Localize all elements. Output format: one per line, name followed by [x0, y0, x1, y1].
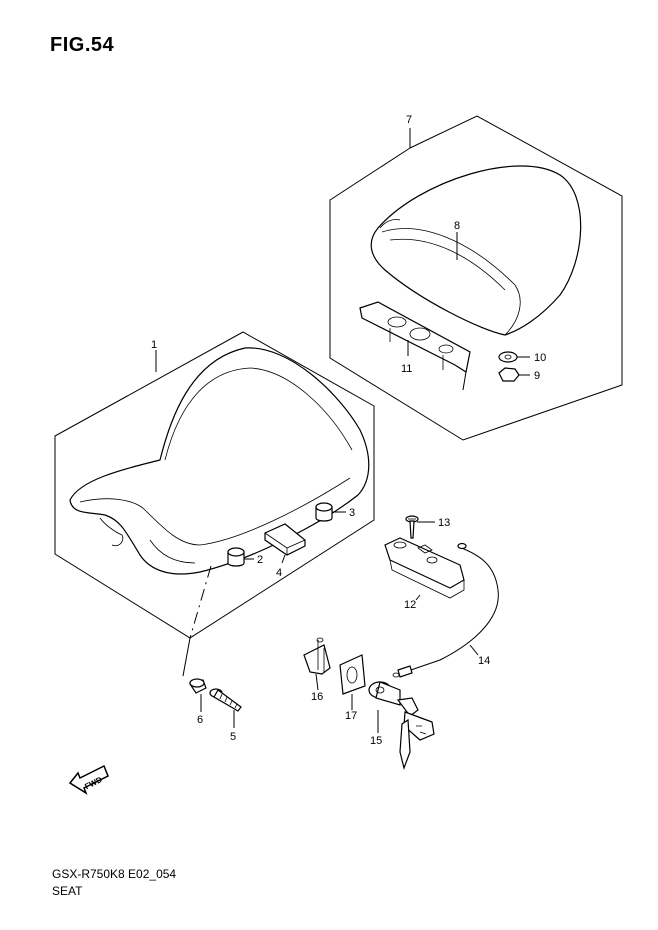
model-code: GSX-R750K8 E02_054 [52, 867, 177, 881]
callout-5: 5 [230, 731, 236, 743]
callout-4: 4 [276, 567, 282, 579]
callout-12: 12 [404, 599, 416, 611]
figure-title: FIG.54 [50, 34, 115, 56]
callout-6: 6 [197, 714, 203, 726]
callout-7: 7 [406, 114, 412, 126]
seat-lock-part [384, 537, 465, 599]
lock-cover-part [339, 654, 366, 695]
callout-8: 8 [454, 220, 460, 232]
callout-10: 10 [534, 352, 546, 364]
front-seat-group-box [54, 331, 375, 639]
nut-part [498, 367, 520, 382]
lock-holder-part [303, 637, 331, 675]
section-name: SEAT [52, 884, 83, 898]
lock-set-part [368, 681, 435, 771]
cushion-rubber-part [315, 502, 333, 522]
callout-9: 9 [534, 370, 540, 382]
callout-13: 13 [438, 517, 450, 529]
callout-14: 14 [478, 655, 490, 667]
callout-1: 1 [151, 339, 157, 351]
forward-arrow-icon: FWD [68, 764, 109, 795]
rear-seat-group-box [329, 115, 623, 441]
front-seat [69, 347, 370, 575]
callout-11: 11 [401, 363, 412, 375]
callout-17: 17 [345, 710, 357, 722]
screw-part [405, 515, 419, 539]
callout-15: 15 [370, 735, 382, 747]
bolt-part [209, 688, 242, 712]
callout-16: 16 [311, 691, 323, 703]
cushion-rubber-part [227, 547, 245, 567]
collar-part [189, 678, 207, 694]
callout-2: 2 [257, 554, 263, 566]
rear-seat-cover [370, 165, 582, 336]
washer-part [498, 351, 518, 363]
seat-pad-part [264, 523, 306, 556]
seat-lock-cable [392, 542, 499, 678]
callout-3: 3 [349, 507, 355, 519]
rear-seat-bracket [359, 301, 471, 391]
